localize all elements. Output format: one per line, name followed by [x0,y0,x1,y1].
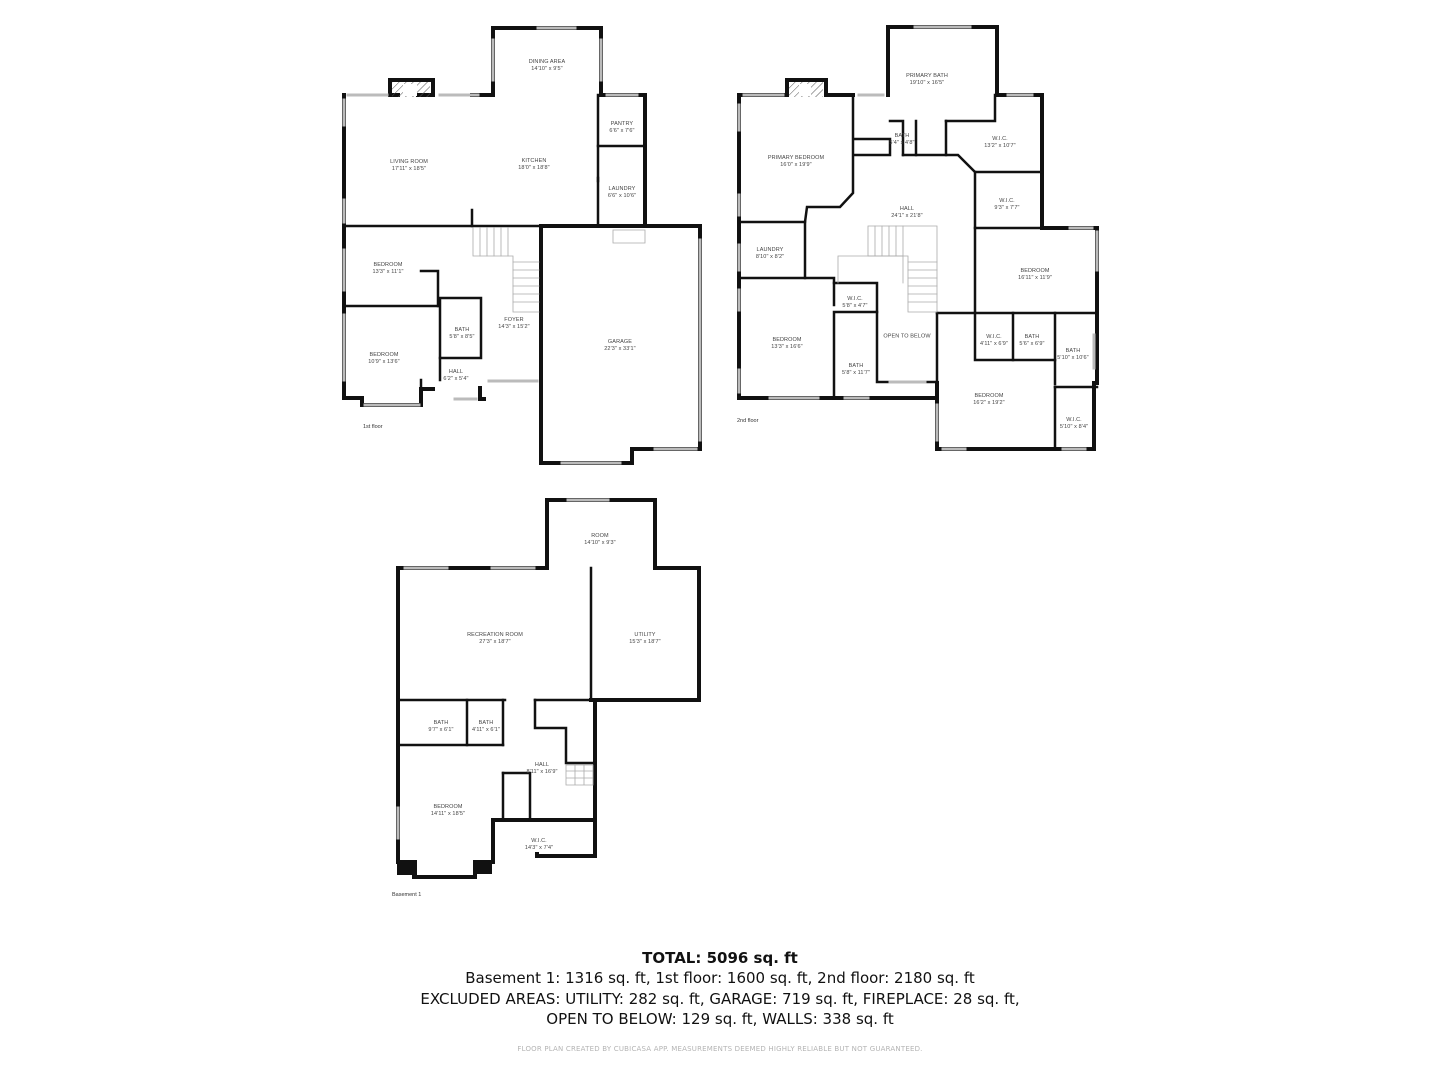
total-area: TOTAL: 5096 sq. ft [642,949,798,967]
basement-plan [396,498,701,879]
room-hall: Hall 6'2" x 5'4" [443,369,469,382]
room-hall-basement: Hall 8'11" x 16'9" [526,762,558,775]
room-bedroom-basement: Bedroom 14'11" x 18'5" [430,804,466,817]
room-room: Room 14'10" x 9'3" [584,533,616,546]
area-summary: TOTAL: 5096 sq. ft Basement 1: 1316 sq. … [0,948,1440,1030]
excluded-areas-line-1: EXCLUDED AREAS: UTILITY: 282 sq. ft, GAR… [420,989,1020,1008]
disclaimer-credit: FLOOR PLAN CREATED BY CUBICASA APP. MEAS… [517,1045,923,1053]
room-primary-bath: Primary Bath 19'10" x 16'5" [906,73,948,86]
room-bath-4: Bath 5'8" x 11'7" [842,363,870,376]
floor-areas: Basement 1: 1316 sq. ft, 1st floor: 1600… [465,969,975,987]
room-foyer: Foyer 14'3" x 15'2" [498,317,530,330]
floor-label-basement: Basement 1 [392,892,422,898]
room-kitchen: Kitchen 18'0" x 18'8" [518,158,550,171]
floor-label-first: 1st floor [363,424,383,430]
room-open-to-below: Open to Below [883,333,931,340]
room-utility: Utility 15'3" x 18'7" [629,632,661,645]
room-bedroom-west: Bedroom 13'3" x 16'6" [771,337,803,350]
room-wic-3: W.I.C. 5'8" x 4'7" [842,296,868,309]
room-wic-5: W.I.C. 5'10" x 8'4" [1059,417,1089,430]
room-primary-bedroom: Primary Bedroom 16'0" x 19'9" [767,155,825,168]
room-wic-primary: W.I.C. 13'2" x 10'7" [984,136,1016,149]
room-bath-2: Bath 5'6" x 6'9" [1019,334,1045,347]
room-bedroom-east: Bedroom 16'11" x 11'9" [1018,268,1052,281]
room-bedroom-1: Bedroom 13'3" x 11'1" [372,262,404,275]
room-bedroom-south: Bedroom 16'2" x 19'2" [973,393,1005,406]
room-laundry: Laundry 6'6" x 10'6" [607,186,637,199]
room-laundry-upstairs: Laundry 8'10" x 8'2" [755,247,785,260]
excluded-areas-line-2: OPEN TO BELOW: 129 sq. ft, WALLS: 338 sq… [546,1010,894,1028]
room-bedroom-2: Bedroom 10'9" x 13'6" [368,352,400,365]
first-floor-plan [342,26,702,465]
room-living-room: Living Room 17'11" x 18'5" [390,159,428,172]
room-pantry: Pantry 6'6" x 7'6" [609,121,635,134]
second-floor-plan [737,25,1099,451]
room-recreation-room: Recreation Room 27'3" x 18'7" [467,632,523,645]
room-garage: Garage 22'3" x 33'1" [604,339,636,352]
room-hall-upstairs: Hall 24'1" x 21'8" [891,206,923,219]
room-bath-basement-1: Bath 9'7" x 6'1" [428,720,454,733]
room-dining-area: Dining Area 14'10" x 9'5" [528,59,566,72]
room-wic-2: W.I.C. 9'3" x 7'7" [994,198,1020,211]
room-wic-4: W.I.C. 4'11" x 6'9" [980,334,1008,347]
room-bath-basement-2: Bath 4'11" x 6'1" [472,720,500,733]
room-wic-basement: W.I.C. 14'3" x 7'4" [524,838,554,851]
floor-label-second: 2nd floor [737,418,759,424]
room-bath-small: Bath 5'4" x 4'8" [889,133,915,146]
room-bath-3: Bath 5'10" x 10'6" [1057,348,1089,361]
room-bath: Bath 5'8" x 8'5" [449,327,475,340]
